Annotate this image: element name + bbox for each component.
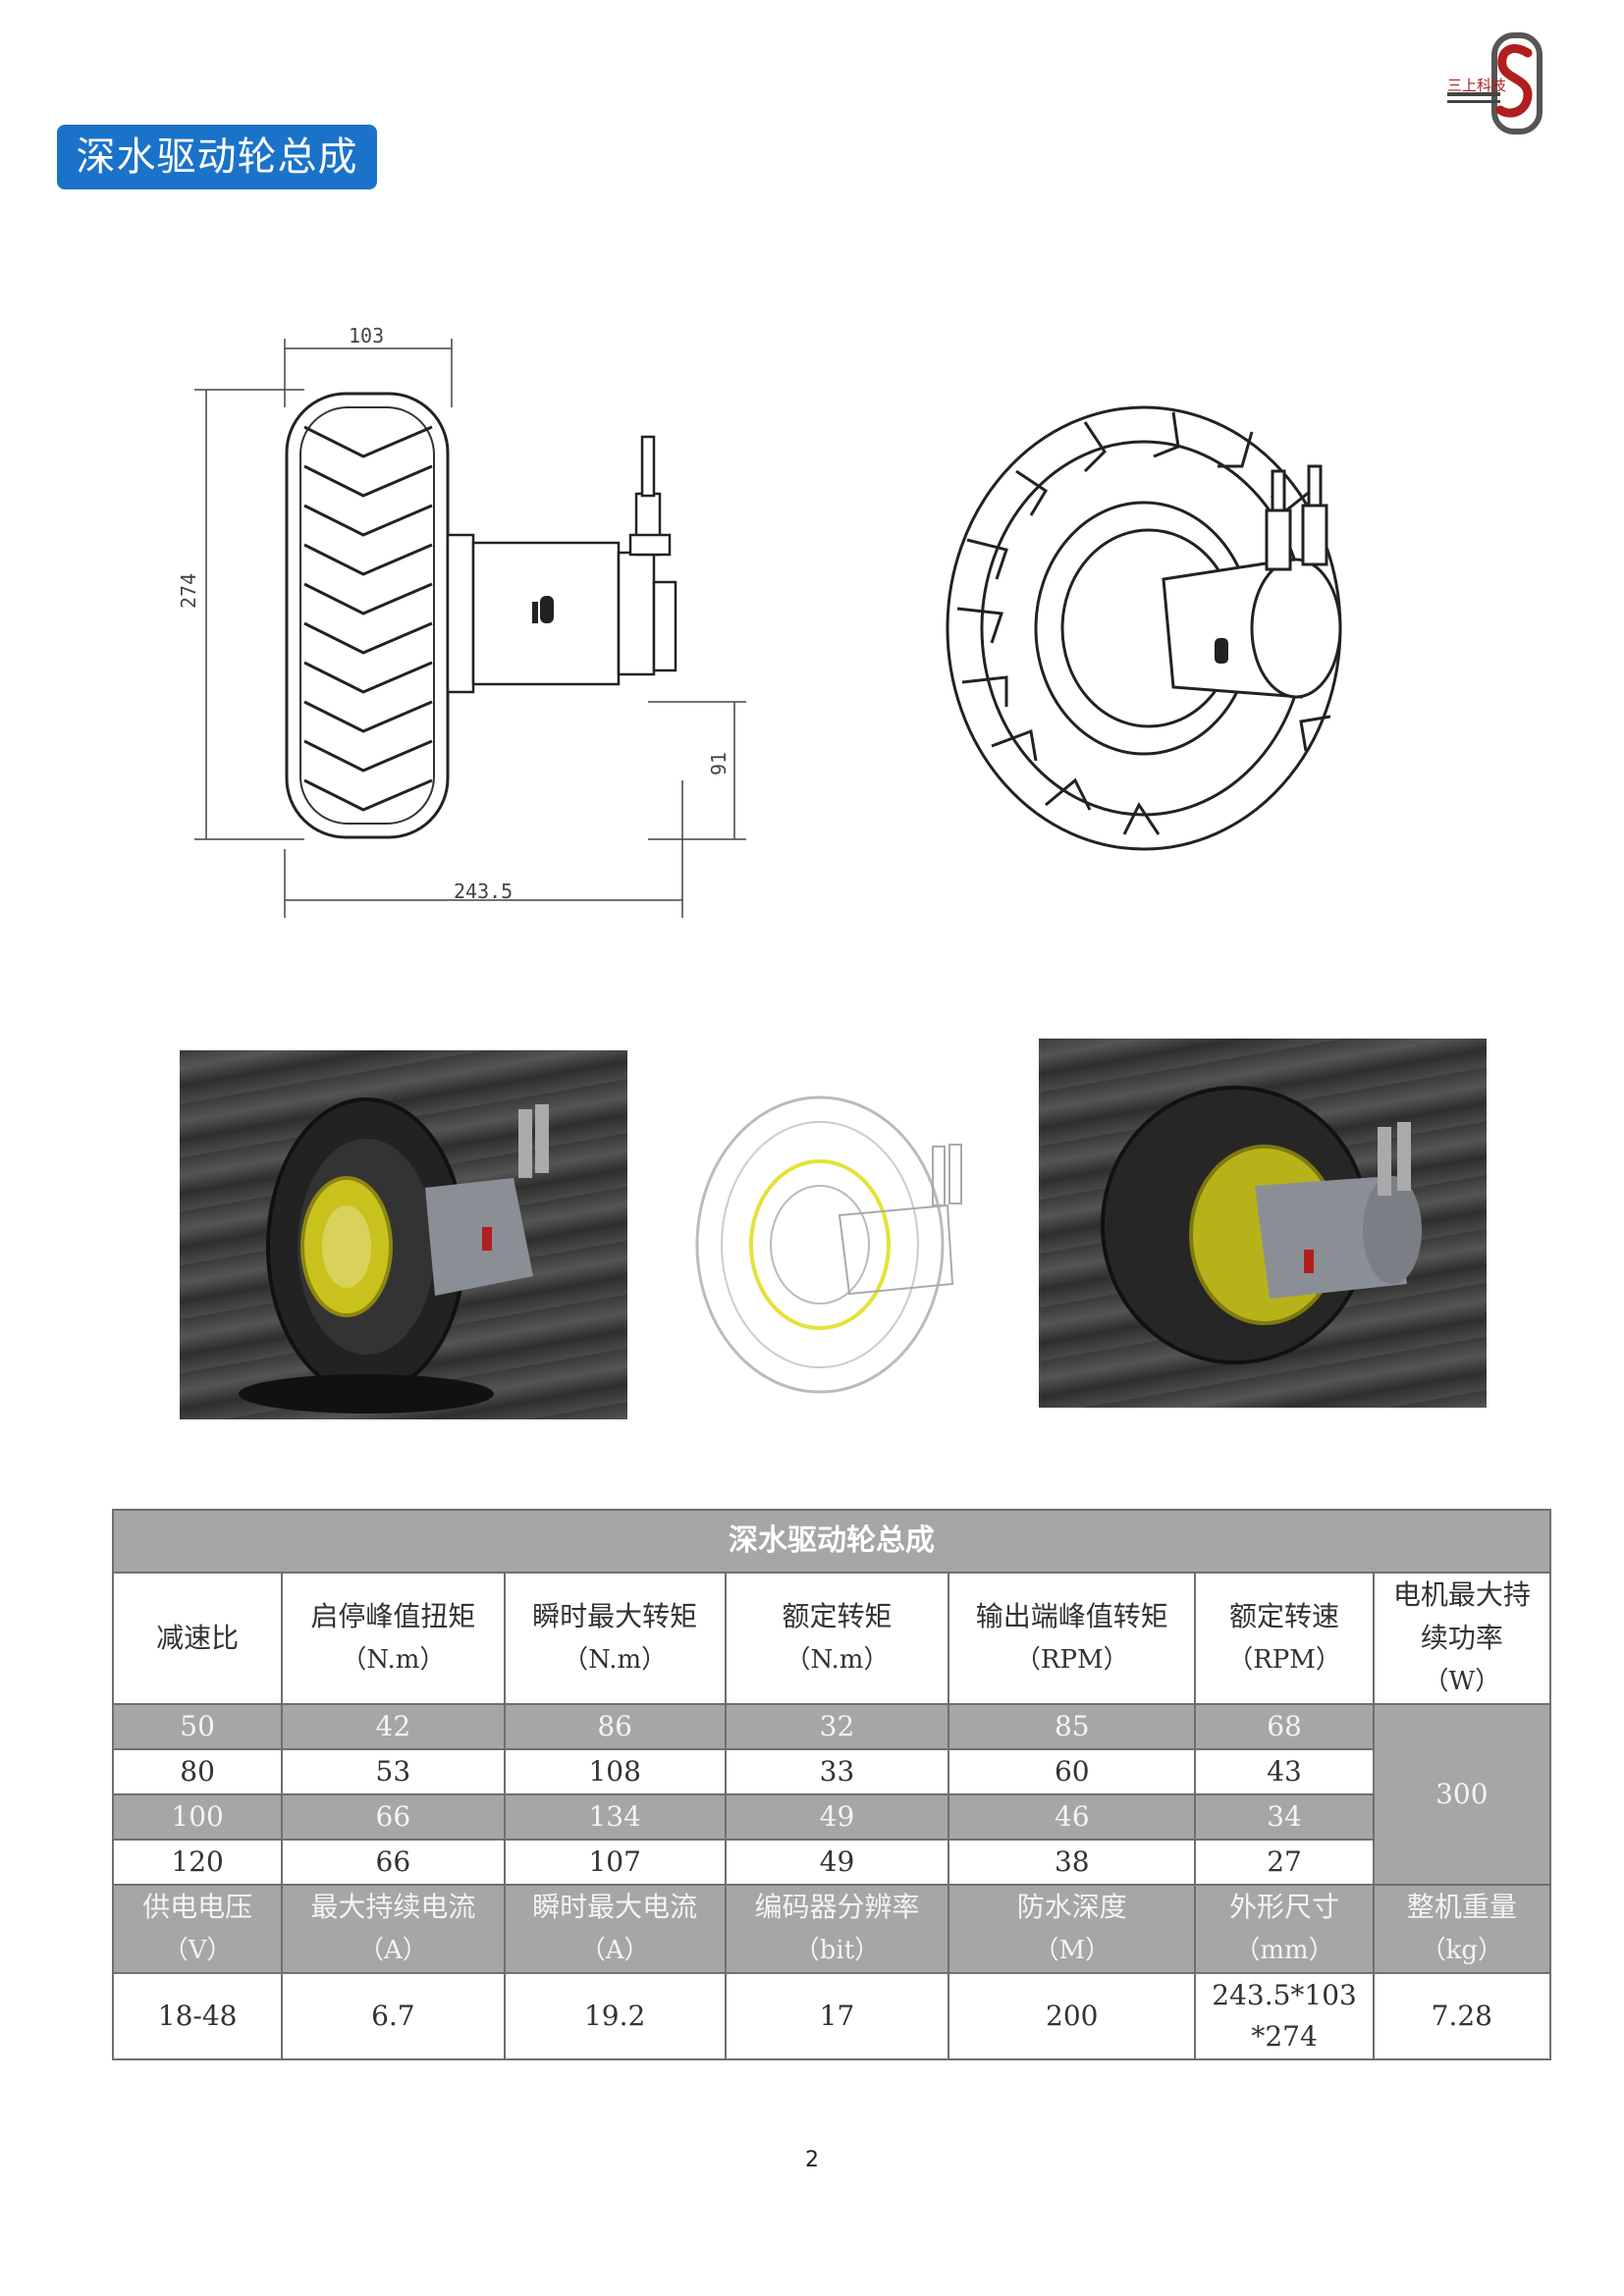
- header-cell: 编码器分辨率（bit）: [724, 1884, 950, 1974]
- table-cell: 46: [947, 1793, 1197, 1841]
- table-cell: 18-48: [111, 1972, 284, 2060]
- dimension-drawing: [194, 339, 746, 918]
- header-cell: 电机最大持续功率（W）: [1372, 1572, 1552, 1705]
- header-cell: 输出端峰值转矩（RPM）: [947, 1572, 1197, 1705]
- page-number: 2: [805, 2148, 819, 2172]
- logo-text: 三上科技: [1447, 77, 1507, 94]
- header-cell: 整机重量（kg）: [1372, 1884, 1552, 1974]
- table-cell: 42: [281, 1703, 506, 1750]
- table-cell: 17: [724, 1972, 950, 2060]
- header-cell: 最大持续电流（A）: [281, 1884, 506, 1974]
- table-cell: 86: [503, 1703, 727, 1750]
- render-xray: [692, 1088, 987, 1402]
- table-cell: 68: [1194, 1703, 1375, 1750]
- header-cell: 供电电压（V）: [111, 1884, 284, 1974]
- table-row: 50 42 86 32 85 68 300: [111, 1703, 1552, 1886]
- wheel-isometric-icon: [946, 405, 1342, 851]
- table-cell: 66: [281, 1793, 506, 1841]
- table-cell: 120: [111, 1839, 284, 1886]
- power-cell: 300: [1372, 1703, 1552, 1886]
- page-title: 深水驱动轮总成: [57, 125, 377, 189]
- table-cell: 108: [503, 1748, 727, 1795]
- table-cell: 60: [947, 1748, 1197, 1795]
- table-cell: 134: [503, 1793, 727, 1841]
- dimension-label-274: 274: [177, 572, 200, 609]
- wheel-xray-icon: [695, 1095, 962, 1394]
- dimension-label-243-5: 243.5: [454, 880, 514, 903]
- technical-drawing: [187, 319, 756, 928]
- table-cell: 27: [1194, 1839, 1375, 1886]
- table-row: 18-48 6.7 19.2 17 200 243.5*103 *274 7.2…: [111, 1972, 1552, 2060]
- table-cell: 80: [111, 1748, 284, 1795]
- table-row: 100 66 134 49 46 34: [111, 1793, 1550, 1841]
- table-cell: 38: [947, 1839, 1197, 1886]
- table-cell: 50: [111, 1703, 284, 1750]
- wheel-render-icon: [239, 1097, 549, 1414]
- table-cell: 6.7: [281, 1972, 506, 2060]
- table-row: 80 53 108 33 60 43: [111, 1748, 1550, 1795]
- table-cell: 243.5*103 *274: [1194, 1972, 1375, 2060]
- table-cell: 7.28: [1372, 1972, 1552, 2060]
- table-row: 120 66 107 49 38 27: [111, 1839, 1550, 1886]
- header-cell: 瞬时最大转矩（N.m）: [503, 1572, 727, 1705]
- table-cell: 43: [1194, 1748, 1375, 1795]
- render-photo-right: [1039, 1039, 1487, 1408]
- table-cell: 107: [503, 1839, 727, 1886]
- isometric-drawing: [938, 393, 1409, 864]
- table-cell: 85: [947, 1703, 1197, 1750]
- table-cell: 32: [724, 1703, 950, 1750]
- header-cell: 外形尺寸（mm）: [1194, 1884, 1375, 1974]
- table-cell: 100: [111, 1793, 284, 1841]
- header-cell: 额定转矩（N.m）: [724, 1572, 950, 1705]
- table-cell: 19.2: [503, 1972, 727, 2060]
- header-cell: 防水深度（M）: [947, 1884, 1197, 1974]
- header-cell: 减速比: [111, 1572, 284, 1705]
- header-cell: 启停峰值扭矩（N.m）: [281, 1572, 506, 1705]
- render-photo-left: [180, 1050, 627, 1419]
- table-cell: 34: [1194, 1793, 1375, 1841]
- company-logo: 三上科技: [1443, 29, 1551, 137]
- table-cell: 49: [724, 1793, 950, 1841]
- dimension-label-91: 91: [707, 751, 731, 775]
- table-cell: 66: [281, 1839, 506, 1886]
- table-title: 深水驱动轮总成: [112, 1509, 1551, 1574]
- wheel-render-right-icon: [1101, 1086, 1422, 1364]
- logo-s-icon: [1447, 32, 1543, 134]
- spec-table: 深水驱动轮总成 减速比 启停峰值扭矩（N.m） 瞬时最大转矩（N.m） 额定转矩…: [111, 1509, 1552, 2060]
- header-cell: 瞬时最大电流（A）: [503, 1884, 727, 1974]
- header-cell: 额定转速（RPM）: [1194, 1572, 1375, 1705]
- table-cell: 49: [724, 1839, 950, 1886]
- dimension-label-103: 103: [349, 324, 385, 347]
- table-cell: 200: [947, 1972, 1197, 2060]
- table-cell: 33: [724, 1748, 950, 1795]
- table-cell: 53: [281, 1748, 506, 1795]
